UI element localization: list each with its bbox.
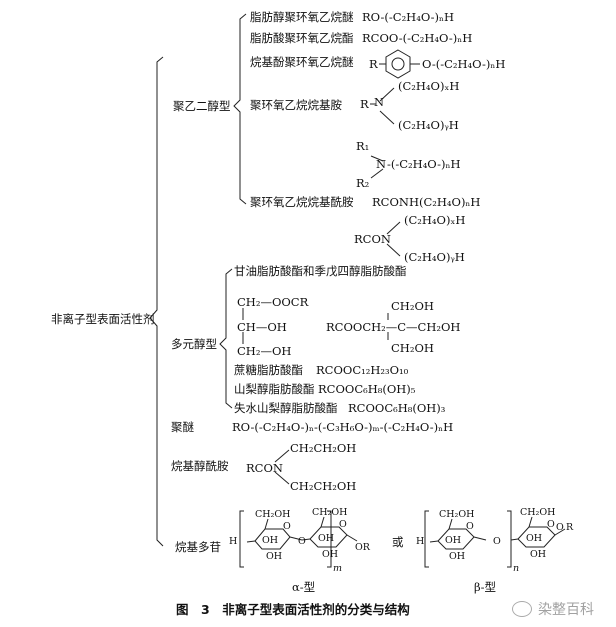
apg-a-oh-3: OH [318,533,335,544]
apg-a-oh-4: OH [322,549,339,560]
amide-formula: RCONH(C₂H₄O)ₙH [372,195,481,209]
apg-beta: β-型 [474,580,497,594]
alkanolamide-bottom: CH₂CH₂OH [290,479,357,493]
apg-m: m [333,563,343,574]
apg-b-oh-2: OH [449,551,466,562]
sorbitan-formula: RCOOC₆H₈(OH)₃ [348,401,446,415]
watermark: 染整百科 [512,597,594,621]
sorbitol-formula: RCOOC₆H₈(OH)₅ [318,382,416,396]
pe-mid: RCOOCH₂—C—CH₂OH [326,320,461,334]
apg-b-ch2oh-2: CH₂OH [520,507,556,518]
root-label: 非离子型表面活性剂 [51,312,155,326]
quat-r2: R₂ [356,176,370,190]
amine-n: N [374,95,385,109]
quat-n: N [376,157,387,171]
gly-line3: CH₂—OH [237,344,292,358]
aeo-name: 脂肪醇聚环氧乙烷醚 [250,10,354,24]
amine-top: (C₂H₄O)ₓH [398,79,460,93]
apg-b-oh-1: OH [445,535,462,546]
wechat-icon [512,601,532,617]
gly-line1: CH₂—OOCR [237,295,309,309]
apg-alpha: α-型 [292,580,316,594]
class-polyether: 聚醚 [171,420,194,434]
apg-b-r: R [566,522,574,533]
gly-line2: CH—OH [237,320,287,334]
apg-a-or: OR [355,542,370,553]
class-alkanolamide: 烷基醇酰胺 [171,459,229,473]
ester-formula: RCOO-(-C₂H₄O-)ₙH [362,31,473,45]
class-apg: 烷基多苷 [175,540,221,554]
alkanolamide-rcon: RCON [246,461,283,475]
apg-b-o-1: O [466,521,474,532]
sorbitan-name: 失水山梨醇脂肪酸酯 [234,401,338,415]
apg-b-oh-3: OH [526,533,543,544]
apg-n: n [513,563,520,574]
amide2-rcon: RCON [354,232,391,246]
phenol-chain: O-(-C₂H₄O-)ₙH [422,57,506,71]
apg-a-ch2oh-1: CH₂OH [255,509,291,520]
quat-r1: R₁ [356,139,370,153]
apg-a-bridge-o: O [298,536,306,547]
apg-b-o-2: O [547,519,555,530]
apg-a-o-1: O [283,521,291,532]
apg-or-word: 或 [392,535,404,549]
amide2-bottom: (C₂H₄O)ᵧH [404,250,465,264]
figure-caption: 图 3 非离子型表面活性剂的分类与结构 [176,602,410,617]
amide2-top: (C₂H₄O)ₓH [404,213,466,227]
apg-b-bridge-o: O [493,536,501,547]
alkanolamide-top: CH₂CH₂OH [290,441,357,455]
phenol-name: 烷基酚聚环氧乙烷醚 [250,55,354,69]
apg-b-o-r: O [556,522,564,533]
aeo-formula: RO-(-C₂H₄O-)ₙH [362,10,455,24]
glycerol-name: 甘油脂肪酸酯和季戊四醇脂肪酸酯 [234,264,407,278]
apg-b-ch2oh-1: CH₂OH [439,509,475,520]
amine-name: 聚环氧乙烷烷基胺 [250,98,342,112]
watermark-text: 染整百科 [538,602,594,618]
phenol-r: R [369,57,378,71]
sorbitol-name: 山梨醇脂肪酸酯 [234,382,315,396]
ester-name: 脂肪酸聚环氧乙烷酯 [250,31,354,45]
apg-a-o-2: O [339,519,347,530]
amine-bottom: (C₂H₄O)ᵧH [398,118,459,132]
quat-chain: -(-C₂H₄O-)ₙH [387,157,461,171]
sucrose-formula: RCOOC₁₂H₂₃O₁₀ [316,363,409,377]
apg-b-oh-4: OH [530,549,547,560]
class-peg: 聚乙二醇型 [173,99,231,113]
sucrose-name: 蔗糖脂肪酸酯 [234,363,303,377]
pe-bottom: CH₂OH [391,341,434,355]
apg-b-h: H [416,536,425,547]
apg-h: H [229,536,238,547]
polyether-formula: RO-(-C₂H₄O-)ₙ-(-C₃H₆O-)ₘ-(-C₂H₄O-)ₙH [232,420,454,434]
class-polyol: 多元醇型 [171,337,217,351]
apg-a-oh-1: OH [262,535,279,546]
pe-top: CH₂OH [391,299,434,313]
apg-a-ch2oh-2: CH₂OH [312,507,348,518]
amine-r: R [360,97,369,111]
apg-a-oh-2: OH [266,551,283,562]
amide-name: 聚环氧乙烷烷基酰胺 [250,195,354,209]
